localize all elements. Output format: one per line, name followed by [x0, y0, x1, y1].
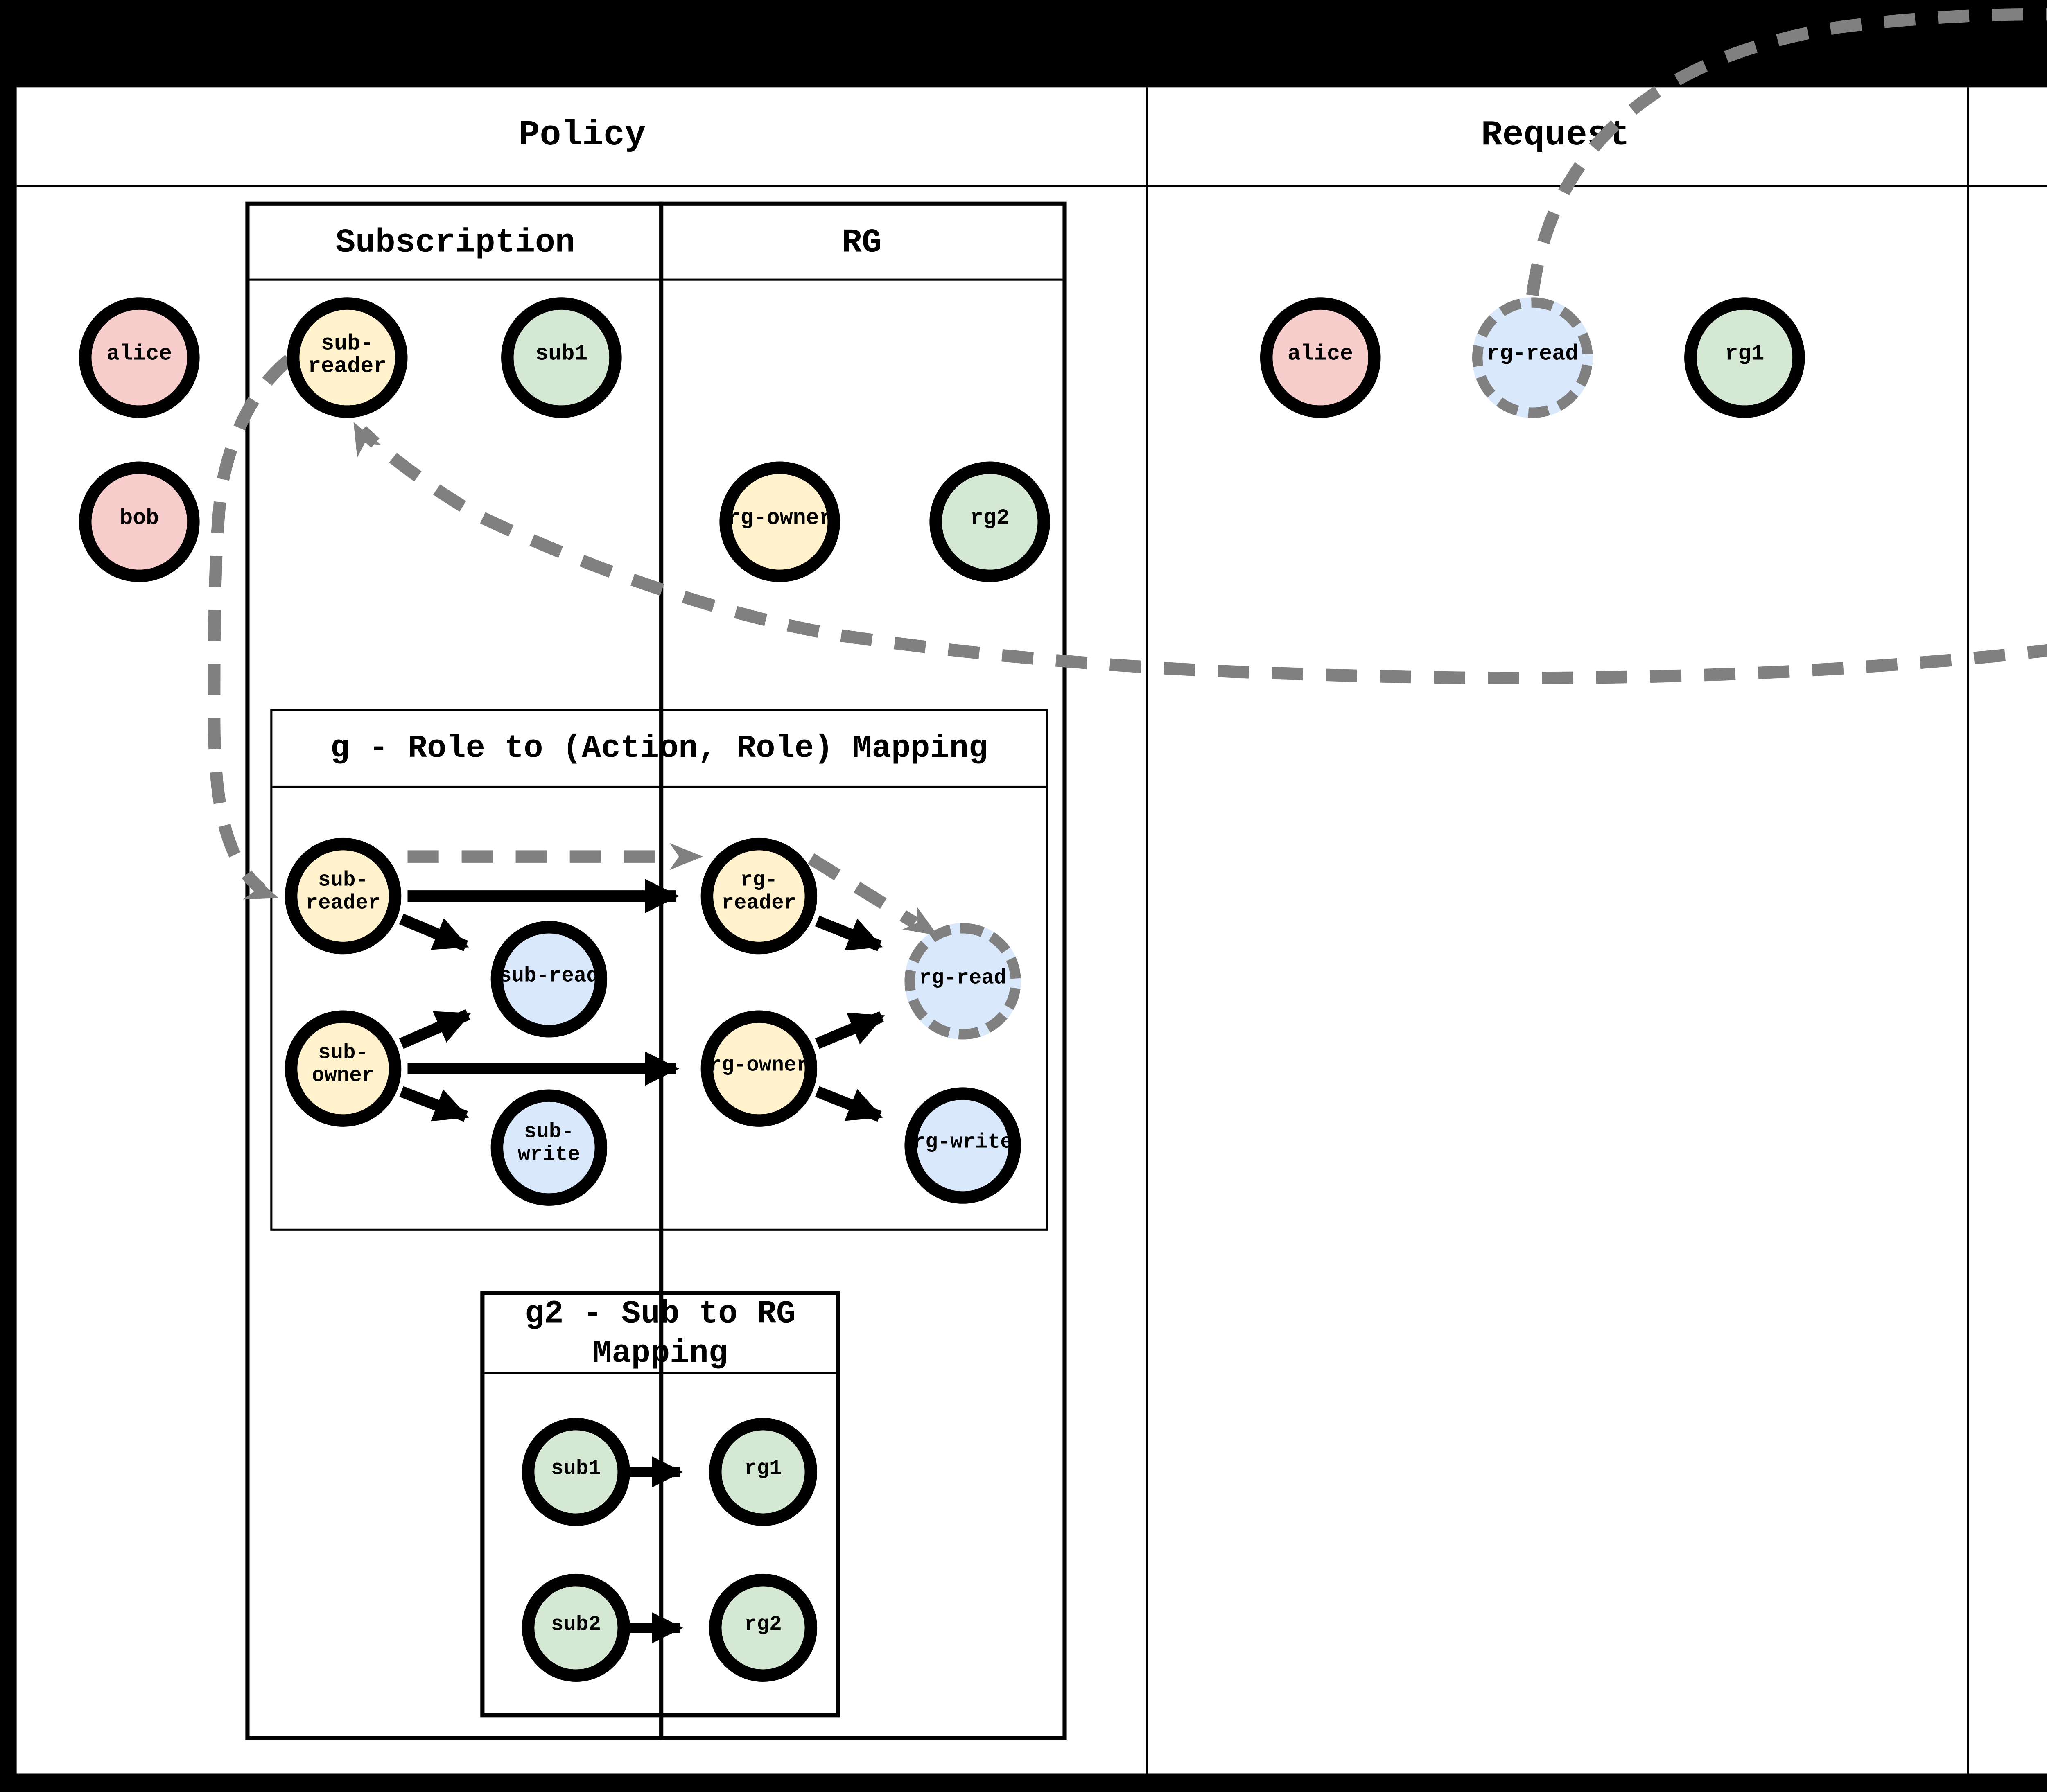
policy-column-title: Policy [518, 117, 646, 157]
g-mapping-title: g - Role to (Action, Role) Mapping [272, 711, 1046, 789]
g-mapping-box: g - Role to (Action, Role) Mapping [270, 709, 1048, 1231]
g2-mapping-title: g2 - Sub to RG Mapping [484, 1294, 836, 1374]
trace-policy-sub-reader-to-g-sub-reader [208, 354, 293, 895]
edge-sub-reader-to-sub-read [399, 914, 469, 951]
rg-column-header: RG [842, 223, 882, 261]
g2-mapping-box: g2 - Sub to RG Mapping [480, 1291, 840, 1718]
node-policy-rg-owner: rg-owner [719, 461, 840, 582]
trace-matching-sub-reader-to-policy-sub-reader [357, 426, 2047, 684]
header-separator-line [16, 185, 2047, 188]
subscription-column-header: Subscription [335, 223, 575, 261]
edge-sub-owner-to-sub-write [399, 1086, 469, 1122]
edge-rg-owner-to-rg-read [815, 1011, 885, 1049]
node-g-sub-owner: sub- owner [285, 1010, 402, 1127]
node-policy-sub1: sub1 [501, 297, 622, 418]
arrowhead-policy-sub-reader [353, 422, 381, 458]
node-policy-alice: alice [79, 297, 200, 418]
policy-entity-table-header: Subscription RG [249, 206, 1063, 281]
node-g-rg-read: rg-read [904, 923, 1021, 1040]
node-g2-rg2: rg2 [709, 1573, 818, 1682]
node-g-sub-reader: sub- reader [285, 837, 402, 955]
arrowhead-g-rg-read [902, 906, 938, 936]
subscription-rg-divider [659, 201, 663, 1740]
edge-rg-owner-to-rg-write [815, 1086, 883, 1122]
node-g2-rg1: rg1 [709, 1417, 818, 1526]
node-request-alice: alice [1260, 297, 1381, 418]
node-policy-bob: bob [79, 461, 200, 582]
trace-request-rg-read-to-matching-rg-read [1526, 8, 2047, 296]
policy-request-divider [1146, 87, 1149, 1774]
node-policy-rg2: rg2 [929, 461, 1050, 582]
edge-rg-reader-to-rg-read [815, 916, 883, 951]
request-matching-divider [1967, 87, 1970, 1774]
node-g-sub-write: sub- write [490, 1089, 608, 1206]
node-g2-sub2: sub2 [522, 1573, 630, 1682]
arrowhead-g-sub-reader [242, 874, 279, 900]
node-policy-sub-reader: sub- reader [287, 297, 408, 418]
node-g-rg-reader: rg- reader [700, 837, 818, 955]
trace-g-rg-reader-to-rg-read [807, 853, 918, 929]
node-g-rg-owner: rg-owner [700, 1010, 818, 1127]
arrowhead-g-rg-reader [669, 843, 703, 870]
node-g-sub-read: sub-read [490, 921, 608, 1038]
policy-entity-table: Subscription RG [245, 201, 1067, 1740]
node-g2-sub1: sub1 [522, 1417, 630, 1526]
node-request-rg1: rg1 [1684, 297, 1805, 418]
node-g-rg-write: rg-write [904, 1087, 1021, 1204]
node-request-rg-read: rg-read [1472, 297, 1593, 418]
edge-sub-owner-to-sub-read [399, 1009, 471, 1049]
